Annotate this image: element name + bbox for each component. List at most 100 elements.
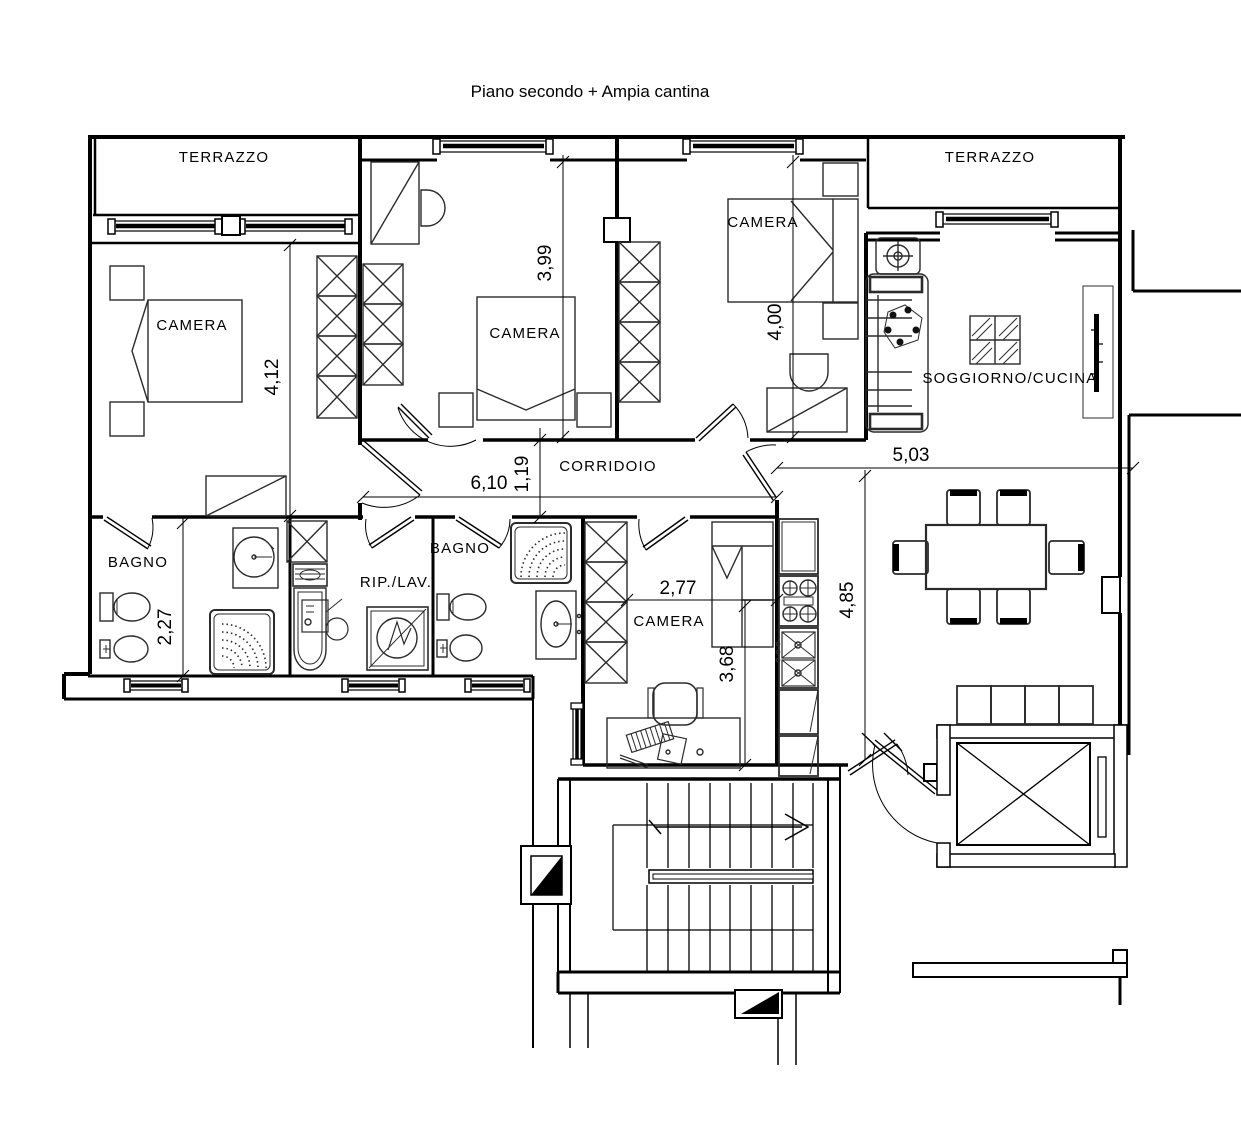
window-icon bbox=[123, 678, 189, 693]
room-label-camera-bottom: CAMERA bbox=[633, 613, 704, 630]
room-label-camera-right: CAMERA bbox=[727, 214, 798, 231]
door-icon bbox=[847, 732, 909, 776]
room-label-rip-lav: RIP./LAV. bbox=[360, 574, 432, 591]
dimension-value: 4,85 bbox=[837, 582, 858, 619]
chair-icon bbox=[892, 540, 929, 575]
tv-icon bbox=[1082, 285, 1114, 419]
toilet-icon bbox=[436, 593, 487, 621]
chair-icon bbox=[647, 682, 704, 726]
dimension-value: 2,77 bbox=[660, 578, 697, 599]
chair-icon bbox=[946, 588, 981, 625]
door-icon bbox=[695, 403, 749, 442]
door-icon bbox=[103, 516, 154, 550]
plan-title: Piano secondo + Ampia cantina bbox=[471, 82, 710, 101]
dimension-corridoio-width: 1,19 bbox=[512, 428, 547, 524]
room-label-soggiorno: SOGGIORNO/CUCINA bbox=[922, 370, 1097, 387]
door-icon bbox=[742, 444, 777, 501]
window-icon bbox=[432, 138, 554, 155]
armchair-icon bbox=[789, 353, 829, 392]
window-icon bbox=[221, 215, 353, 236]
bed-icon bbox=[438, 296, 612, 428]
dimension-value: 6,10 bbox=[471, 473, 508, 494]
chair-icon bbox=[996, 489, 1031, 526]
toilet-icon bbox=[99, 592, 151, 622]
chair-icon bbox=[996, 588, 1031, 625]
door-icon bbox=[455, 516, 511, 549]
dimension-value: 3,99 bbox=[535, 245, 556, 282]
dining-table-icon bbox=[924, 523, 1048, 591]
kitchen-sink-icon bbox=[775, 627, 819, 689]
dimension-camera-bottom-depth: 3,68 bbox=[717, 599, 752, 772]
chair-icon bbox=[1048, 540, 1085, 575]
dimension-value: 5,03 bbox=[893, 445, 930, 466]
sideboard-icon bbox=[956, 685, 1094, 725]
kitchen-cabinet-icon bbox=[778, 689, 819, 777]
dimension-soggiorno-width: 5,03 bbox=[770, 445, 1140, 475]
desk-icon bbox=[606, 717, 741, 769]
dimension-corridoio-length: 6,10 bbox=[356, 473, 784, 504]
door-icon bbox=[397, 403, 477, 447]
shower-icon bbox=[209, 609, 275, 675]
door-icon bbox=[361, 440, 423, 508]
wardrobe-icon bbox=[618, 241, 661, 403]
cabinet-icon bbox=[286, 520, 328, 563]
dimension-bagno-left-depth: 2,27 bbox=[155, 516, 190, 683]
section-marker-icon bbox=[520, 845, 572, 905]
bidet-icon bbox=[436, 634, 483, 662]
bed-icon bbox=[109, 265, 243, 437]
room-labels: Piano secondo + Ampia cantina TERRAZZO T… bbox=[108, 82, 1097, 630]
dresser-icon bbox=[205, 475, 287, 517]
door-icon bbox=[861, 732, 938, 844]
window-icon bbox=[341, 678, 406, 693]
dimension-camera-bottom-width: 2,77 bbox=[620, 578, 784, 607]
room-label-terrazzo-left: TERRAZZO bbox=[179, 149, 269, 166]
bed-icon bbox=[711, 521, 774, 648]
room-label-terrazzo-right: TERRAZZO bbox=[945, 149, 1035, 166]
windows bbox=[107, 138, 1059, 766]
dimension-cucina-depth: 4,85 bbox=[837, 469, 872, 767]
dresser-icon bbox=[766, 387, 848, 433]
dimension-camera-mid-depth: 3,99 bbox=[535, 155, 570, 444]
bidet-icon bbox=[99, 635, 149, 663]
dimension-camera-right-depth: 4,00 bbox=[765, 155, 800, 444]
lamp-icon bbox=[875, 237, 921, 275]
stove-icon bbox=[778, 575, 819, 627]
dimensions: 6,10 1,19 5,03 4,12 3,99 4,00 2,27 2,77 bbox=[155, 155, 1140, 772]
desk-icon bbox=[370, 161, 446, 245]
washing-machine-icon bbox=[366, 606, 429, 671]
dimension-value: 2,27 bbox=[155, 609, 176, 646]
coffee-table-icon bbox=[969, 315, 1021, 365]
dimension-value: 4,12 bbox=[262, 359, 283, 396]
dimension-value: 4,00 bbox=[765, 304, 786, 341]
room-label-bagno-left: BAGNO bbox=[108, 554, 168, 571]
dimension-value: 1,19 bbox=[512, 456, 533, 493]
door-icon bbox=[638, 516, 689, 551]
direction-arrow-icon bbox=[648, 813, 810, 841]
room-label-corridoio: CORRIDOIO bbox=[559, 458, 656, 475]
bathtub-icon bbox=[293, 587, 327, 671]
doors bbox=[103, 403, 938, 844]
door-icon bbox=[365, 516, 415, 549]
sofa-icon bbox=[865, 273, 929, 433]
room-label-bagno-mid: BAGNO bbox=[430, 540, 490, 557]
wardrobe-icon bbox=[584, 521, 628, 684]
window-icon bbox=[935, 211, 1059, 228]
wardrobe-icon bbox=[362, 263, 404, 386]
dimension-value: 3,68 bbox=[717, 646, 738, 683]
window-icon bbox=[682, 138, 804, 155]
room-label-camera-left: CAMERA bbox=[156, 317, 227, 334]
window-icon bbox=[570, 702, 584, 766]
sink-icon bbox=[535, 590, 582, 660]
window-icon bbox=[107, 218, 223, 235]
window-icon bbox=[464, 678, 531, 693]
elevator bbox=[936, 724, 1128, 868]
section-marker-icon bbox=[734, 989, 783, 1019]
room-label-camera-mid: CAMERA bbox=[489, 325, 560, 342]
shower-icon bbox=[510, 522, 572, 584]
wardrobe-icon bbox=[316, 255, 358, 419]
chair-icon bbox=[946, 489, 981, 526]
elevator-cabin-icon bbox=[956, 742, 1107, 846]
sink-icon bbox=[232, 527, 279, 589]
kitchen-counter-icon bbox=[778, 518, 819, 575]
